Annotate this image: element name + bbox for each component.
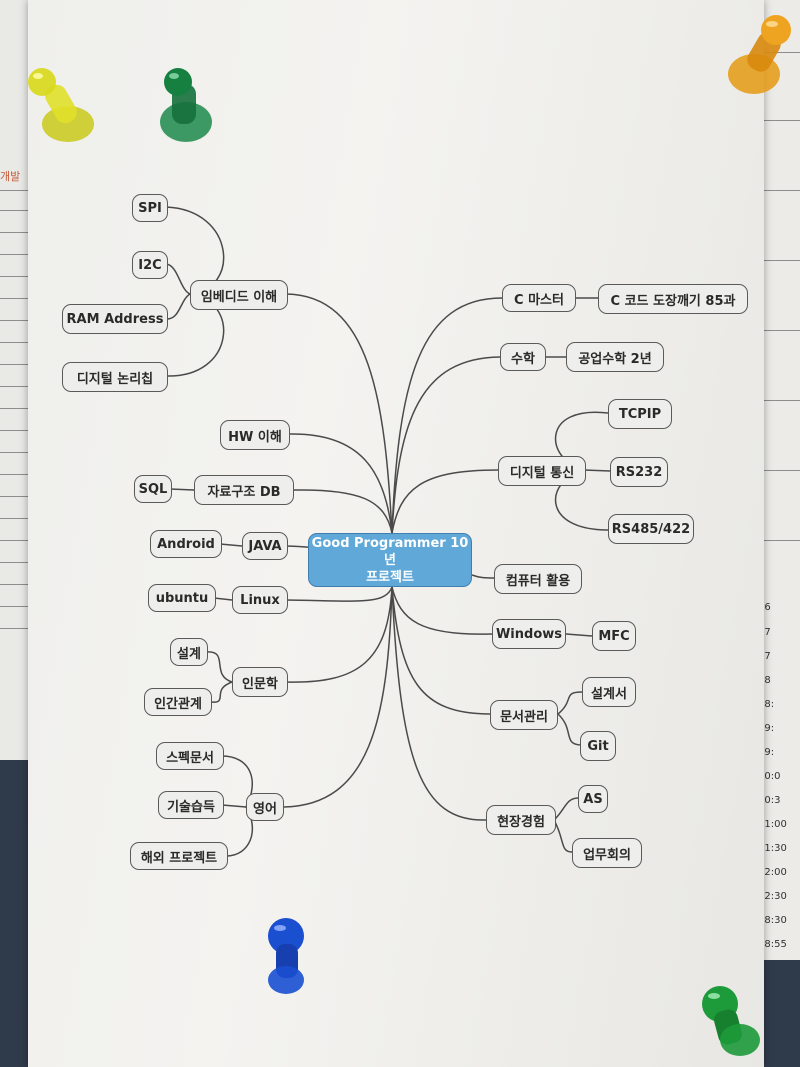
center-topic-line1: Good Programmer 10년 (311, 535, 469, 568)
time-cell: 18:55 (758, 939, 787, 950)
green-pushpin-icon (160, 68, 212, 142)
node-spec: 스펙문서 (156, 742, 224, 770)
node-c-code: C 코드 도장깨기 85과 (598, 284, 748, 314)
node-digital-logic: 디지털 논리칩 (62, 362, 168, 392)
node-mfc: MFC (592, 621, 636, 651)
time-cell: 20:0 (758, 771, 781, 782)
node-android: Android (150, 530, 222, 558)
time-cell: 17 (758, 651, 771, 662)
node-git: Git (580, 731, 616, 761)
node-tech: 기술습득 (158, 791, 224, 819)
node-linux: Linux (232, 586, 288, 614)
node-design: 설계 (170, 638, 208, 666)
time-cell: 16 (758, 602, 771, 613)
node-english: 영어 (246, 793, 284, 821)
node-relations: 인간관계 (144, 688, 212, 716)
node-spi: SPI (132, 194, 168, 222)
time-cell: 20:3 (758, 795, 781, 806)
node-overseas: 해외 프로젝트 (130, 842, 228, 870)
time-cell: 22:30 (758, 891, 787, 902)
time-cell: 19: (758, 747, 775, 758)
green-pushpin-icon (702, 986, 760, 1056)
node-java: JAVA (242, 532, 288, 560)
node-eng-math: 공업수학 2년 (566, 342, 664, 372)
node-humanities: 인문학 (232, 667, 288, 697)
time-cell: 18:30 (758, 915, 787, 926)
node-field: 현장경험 (486, 805, 556, 835)
node-digital-comm: 디지털 통신 (498, 456, 586, 486)
node-math: 수학 (500, 343, 546, 371)
node-ram-address: RAM Address (62, 304, 168, 334)
orange-pushpin-icon (728, 15, 791, 94)
node-as: AS (578, 785, 608, 813)
node-meeting: 업무회의 (572, 838, 642, 868)
yellow-pushpin-icon (28, 68, 94, 142)
node-tcpip: TCPIP (608, 399, 672, 429)
node-rs232: RS232 (610, 457, 668, 487)
time-cell: 18: (758, 699, 775, 710)
node-rs485: RS485/422 (608, 514, 694, 544)
time-cell: 19: (758, 723, 775, 734)
node-hw: HW 이해 (220, 420, 290, 450)
center-topic-node: Good Programmer 10년 프로젝트 (308, 533, 472, 587)
side-label: 개발 (0, 170, 21, 183)
node-i2c: I2C (132, 251, 168, 279)
node-c-master: C 마스터 (502, 284, 576, 312)
blue-pushpin-icon (268, 918, 304, 994)
node-ubuntu: ubuntu (148, 584, 216, 612)
node-doc-mgmt: 문서관리 (490, 700, 558, 730)
time-cell: 21:00 (758, 819, 787, 830)
node-sql: SQL (134, 475, 172, 503)
time-cell: 17 (758, 627, 771, 638)
node-design-doc: 설계서 (582, 677, 636, 707)
center-topic-line2: 프로젝트 (366, 569, 414, 585)
time-cell: 18 (758, 675, 771, 686)
time-cell: 22:00 (758, 867, 787, 878)
node-embedded: 임베디드 이해 (190, 280, 288, 310)
node-datastruct: 자료구조 DB (194, 475, 294, 505)
node-windows: Windows (492, 619, 566, 649)
time-cell: 21:30 (758, 843, 787, 854)
node-computer: 컴퓨터 활용 (494, 564, 582, 594)
